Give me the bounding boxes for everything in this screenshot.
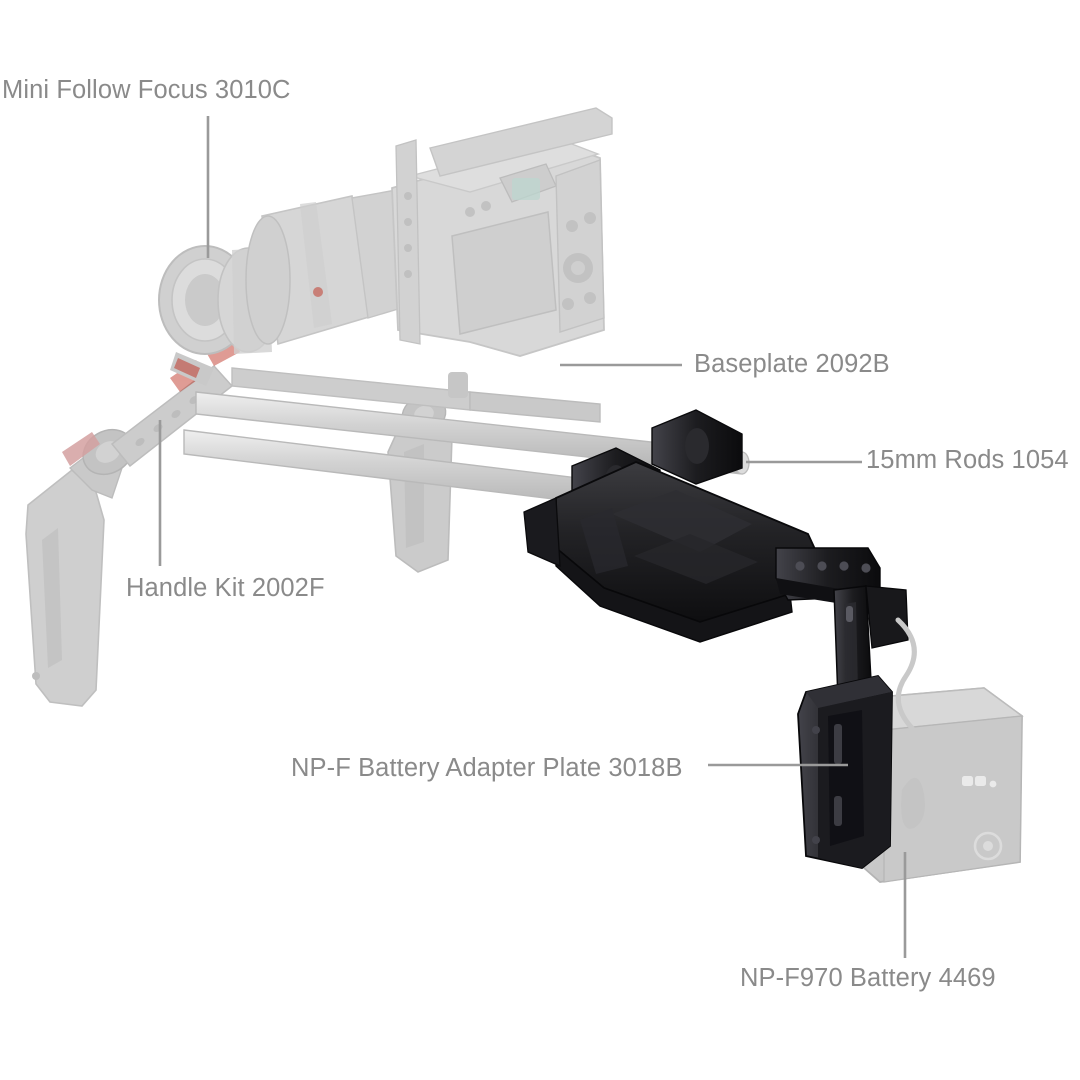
np-f-battery-adapter-plate bbox=[797, 675, 893, 869]
callout-label-baseplate: Baseplate 2092B bbox=[694, 350, 890, 378]
camera-lens bbox=[245, 189, 409, 346]
side-handle-left bbox=[25, 441, 125, 707]
handle-crossbar bbox=[231, 367, 601, 423]
callout-label-battery: NP-F970 Battery 4469 bbox=[740, 964, 996, 992]
leader-lines bbox=[158, 116, 907, 958]
battery-logo bbox=[962, 776, 997, 788]
callout-label-rods: 15mm Rods 1054 bbox=[866, 446, 1069, 474]
callout-label-follow-focus: Mini Follow Focus 3010C bbox=[2, 76, 291, 104]
callout-label-adapter-plate: NP-F Battery Adapter Plate 3018B bbox=[291, 754, 683, 782]
camera-body bbox=[391, 107, 613, 357]
shoulder-baseplate-assembly bbox=[523, 409, 881, 643]
callout-label-handle-kit: Handle Kit 2002F bbox=[126, 574, 325, 602]
